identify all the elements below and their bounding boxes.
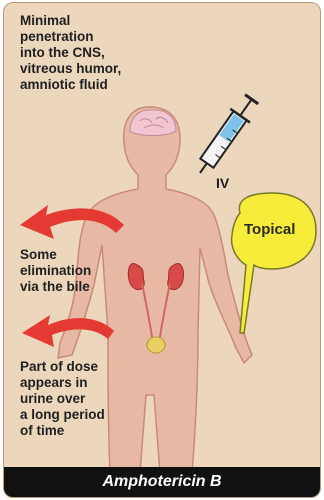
iv-label: IV: [216, 175, 229, 191]
syringe-icon: [190, 92, 261, 179]
cns-penetration-label: Minimal penetration into the CNS, vitreo…: [20, 13, 121, 93]
bile-elimination-label: Some elimination via the bile: [20, 247, 91, 295]
topical-bubble: [232, 193, 316, 333]
drug-name-footer: Amphotericin B: [4, 467, 320, 497]
topical-label: Topical: [244, 222, 295, 238]
urine-excretion-label: Part of dose appears in urine over a lon…: [20, 359, 105, 439]
diagram-panel: Minimal penetration into the CNS, vitreo…: [3, 2, 321, 498]
bladder: [147, 337, 165, 353]
